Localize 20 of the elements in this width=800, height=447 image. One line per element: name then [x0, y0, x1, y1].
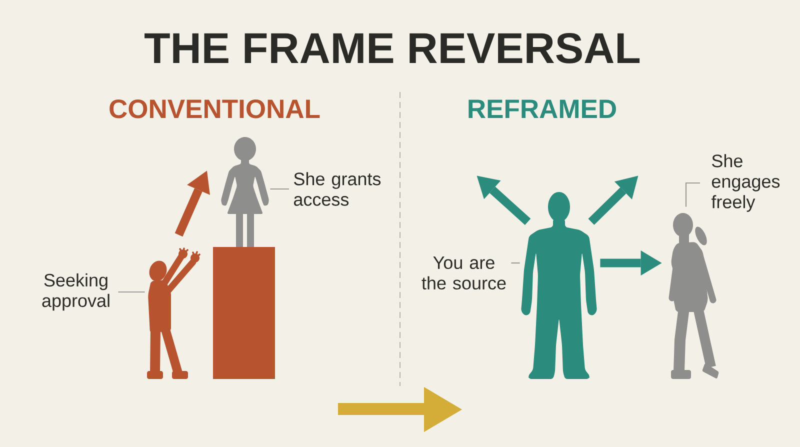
leader-line — [118, 291, 145, 293]
leader-line — [270, 188, 289, 190]
arrow — [600, 250, 662, 276]
leader-line — [511, 262, 520, 264]
man-figure — [521, 192, 597, 379]
arrow — [476, 176, 531, 225]
title: THE FRAME REVERSAL — [144, 32, 640, 64]
woman-figure — [221, 137, 269, 247]
callout-label: You are the source — [422, 256, 506, 290]
man-figure — [147, 248, 200, 379]
arrow — [174, 170, 210, 237]
callout-label: She grants access — [294, 172, 381, 206]
woman-figure — [668, 213, 719, 379]
section-heading: CONVENTIONAL — [110, 100, 320, 118]
callout-label: Seeking approval — [42, 273, 110, 311]
callout-label: She engages freely — [711, 154, 780, 212]
leader-line — [685, 182, 700, 207]
arrow — [588, 176, 638, 225]
pedestal-block — [213, 247, 275, 379]
section-heading: REFRAMED — [468, 100, 616, 118]
